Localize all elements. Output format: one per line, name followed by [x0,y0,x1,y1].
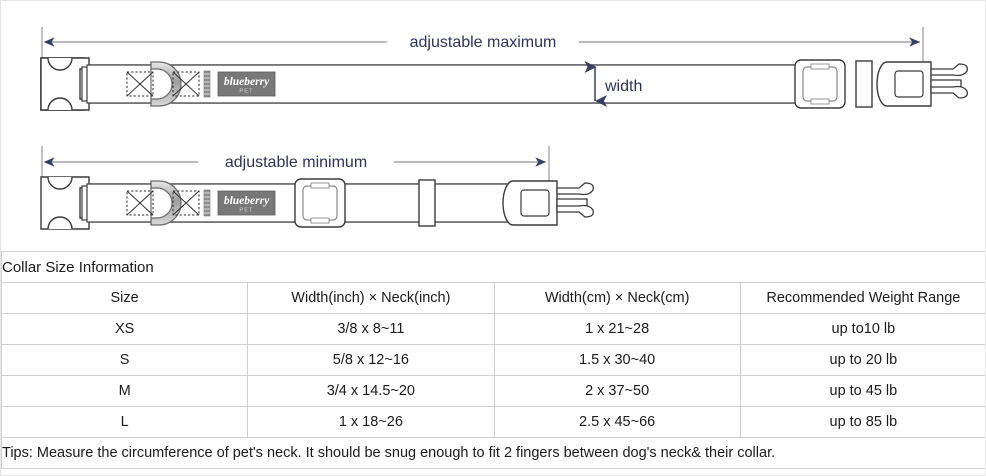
cell-weight-xs: up to10 lb [739,313,985,345]
cell-inch-m: 3/4 x 14.5~20 [247,375,495,407]
table-row: L 1 x 18~26 2.5 x 45~66 up to 85 lb [1,406,985,438]
width-label: width [604,78,642,95]
table-row: XS 3/8 x 8~11 1 x 21~28 up to10 lb [1,313,985,345]
table-header-row: Size Width(inch) × Neck(inch) Width(cm) … [1,282,985,314]
column-header-size: Size [1,282,249,314]
triglide-slider-bottom [294,178,346,228]
size-table-container: Collar Size Information Size Width(inch)… [1,251,985,475]
collar-size-table: Collar Size Information Size Width(inch)… [1,251,985,469]
cell-cm-m: 2 x 37~50 [493,375,741,407]
female-buckle-bottom [40,176,90,230]
male-buckle-top [876,61,968,107]
table-title-row: Collar Size Information [1,251,985,283]
table-tips-row: Tips: Measure the circumference of pet's… [1,437,985,469]
tips-text: Tips: Measure the circumference of pet's… [1,437,985,469]
dimension-label-top: adjustable maximum [410,34,557,51]
cell-inch-xs: 3/8 x 8~11 [247,313,495,345]
cell-cm-l: 2.5 x 45~66 [493,406,741,438]
brand-label-top: blueberry [224,76,270,88]
keeper-loop-bottom [418,179,436,227]
brand-label-bottom: blueberry [224,195,270,207]
cell-inch-s: 5/8 x 12~16 [247,344,495,376]
cell-weight-l: up to 85 lb [739,406,985,438]
collar-diagram: blueberry PET [1,1,985,251]
female-buckle-shell-top [40,57,90,111]
cell-size-s: S [1,344,249,376]
brand-sub-label-bottom: PET [239,208,253,214]
brand-tag-bottom: blueberry PET [217,190,276,216]
keeper-loop-top [855,60,873,108]
cell-weight-m: up to 45 lb [739,375,985,407]
brand-sub-label-top: PET [239,89,253,95]
diagram-top-group: blueberry PET [40,27,968,111]
rib-detail-top [203,70,211,98]
cell-inch-l: 1 x 18~26 [247,406,495,438]
cell-size-m: M [1,375,249,407]
brand-tag-top: blueberry PET [217,71,276,97]
column-header-inch: Width(inch) × Neck(inch) [247,282,495,314]
cell-size-l: L [1,406,249,438]
cell-cm-s: 1.5 x 30~40 [493,344,741,376]
diagram-bottom-group: blueberry PET [40,146,594,230]
column-header-cm: Width(cm) × Neck(cm) [493,282,741,314]
cell-weight-s: up to 20 lb [739,344,985,376]
cell-cm-xs: 1 x 21~28 [493,313,741,345]
triglide-slider-top [794,59,846,109]
rib-detail-bottom [203,189,211,217]
table-row: M 3/4 x 14.5~20 2 x 37~50 up to 45 lb [1,375,985,407]
table-title: Collar Size Information [1,251,985,283]
table-row: S 5/8 x 12~16 1.5 x 30~40 up to 20 lb [1,344,985,376]
cell-size-xs: XS [1,313,249,345]
dimension-label-bottom: adjustable minimum [225,154,367,171]
male-buckle-bottom [502,180,594,226]
column-header-weight: Recommended Weight Range [739,282,985,314]
